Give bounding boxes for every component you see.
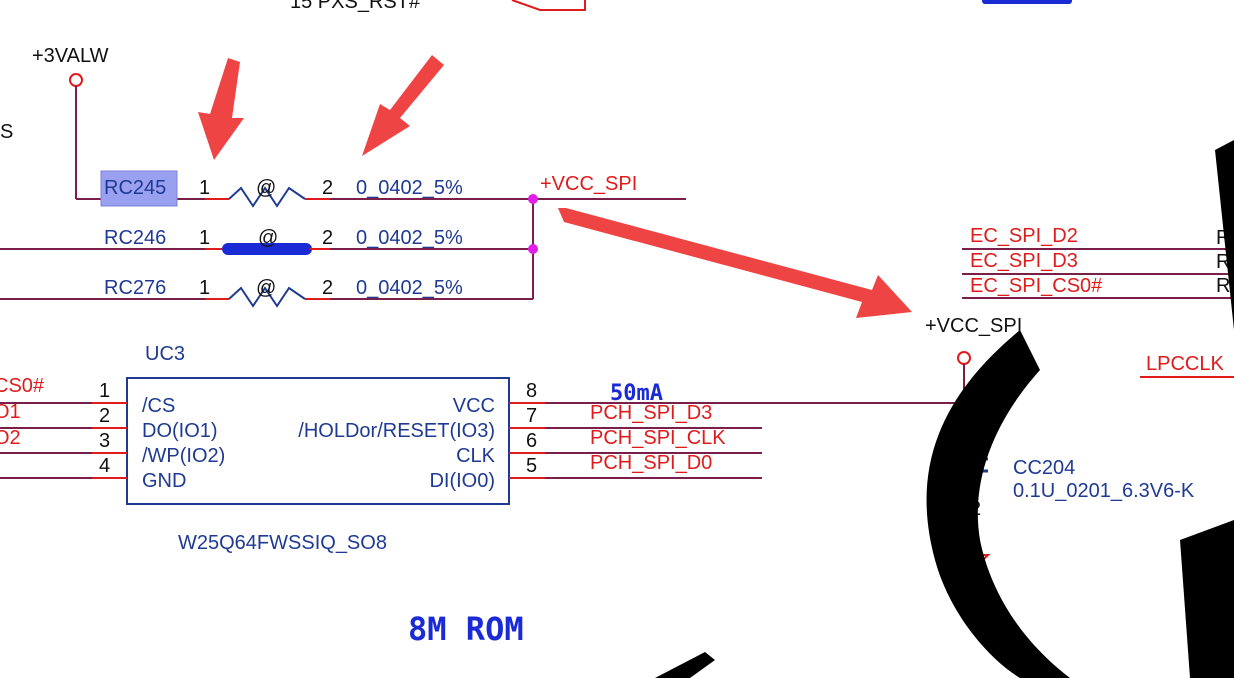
capacitor-ref: CC204 — [1013, 457, 1075, 479]
chip-part-number: W25Q64FWSSIQ_SO8 — [178, 532, 387, 554]
chip-pin-name: DI(IO0) — [429, 470, 495, 492]
section-title: 8M ROM — [408, 610, 524, 648]
chip-pin-name: VCC — [453, 395, 495, 417]
resistor-shorted-rc246 — [222, 243, 312, 255]
resistor-symbol-rc245 — [228, 186, 306, 208]
power-port-3valw — [69, 73, 83, 87]
chip-left-net: O2 — [0, 427, 21, 449]
chip-pin-name: DO(IO1) — [142, 420, 218, 442]
resistor-pin1-rc245: 1 — [199, 177, 210, 199]
chip-left-net: CS0# — [0, 375, 45, 397]
annotation-arrow — [558, 208, 912, 318]
chip-left-net: O1 — [0, 401, 21, 423]
power-label-vcc-spi: +VCC_SPI — [925, 315, 1022, 337]
net-label-pch-spi-d0: PCH_SPI_D0 — [590, 452, 712, 474]
net-label-lpcclk: LPCCLK — [1146, 353, 1224, 375]
resistor-value-rc245: 0_0402_5% — [356, 177, 463, 199]
chip-pin-num: 8 — [526, 380, 537, 402]
resistor-pin1-rc246: 1 — [199, 227, 210, 249]
chip-pin-name: /WP(IO2) — [142, 445, 225, 467]
resistor-value-rc276: 0_0402_5% — [356, 277, 463, 299]
left-clipped-label: S — [0, 121, 13, 143]
net-label-ec-spi-d2: EC_SPI_D2 — [970, 225, 1078, 247]
selection-highlight — [100, 170, 178, 207]
chip-pin-name: GND — [142, 470, 186, 492]
resistor-value-rc246: 0_0402_5% — [356, 227, 463, 249]
top-net-label: 15 PXS_RST# — [290, 0, 421, 13]
current-annotation: 50mA — [610, 381, 663, 406]
resistor-sym-rc246: @ — [258, 227, 278, 249]
chip-pin-num: 6 — [526, 430, 537, 452]
watermark-stroke — [655, 652, 715, 678]
net-label-pch-spi-d3: PCH_SPI_D3 — [590, 402, 712, 424]
resistor-ref-rc276: RC276 — [104, 277, 166, 299]
chip-pin-num: 5 — [526, 455, 537, 477]
resistor-pin2-rc276: 2 — [322, 277, 333, 299]
watermark-stroke — [1180, 520, 1234, 678]
ec-net-suffix: R — [1216, 275, 1230, 297]
chip-pin-num: 3 — [99, 430, 110, 452]
chip-pin-num: 2 — [99, 405, 110, 427]
chip-pin-num: 1 — [99, 380, 110, 402]
chip-ref: UC3 — [145, 343, 185, 365]
resistor-pin2-rc246: 2 — [322, 227, 333, 249]
net-label-vcc-spi: +VCC_SPI — [540, 173, 637, 195]
capacitor-value: 0.1U_0201_6.3V6-K — [1013, 480, 1195, 502]
chip-pin-num: 4 — [99, 455, 110, 477]
junction-dot — [528, 194, 538, 204]
chip-pin-name: CLK — [456, 445, 496, 467]
chip-pin-name: /HOLDor/RESET(IO3) — [298, 420, 495, 442]
annotation-arrow — [362, 55, 444, 156]
annotation-arrow — [198, 58, 244, 160]
chip-pin-num: 7 — [526, 405, 537, 427]
power-port-vcc-spi — [957, 351, 971, 365]
watermark-stroke — [1215, 140, 1234, 330]
net-label-ec-spi-d3: EC_SPI_D3 — [970, 250, 1078, 272]
top-blue-block — [982, 0, 1072, 4]
net-label-pch-spi-clk: PCH_SPI_CLK — [590, 427, 726, 449]
resistor-ref-rc246: RC246 — [104, 227, 166, 249]
power-label-3valw: +3VALW — [32, 45, 109, 67]
chip-body — [126, 377, 510, 505]
junction-dot — [528, 244, 538, 254]
net-label-ec-spi-cs0: EC_SPI_CS0# — [970, 275, 1103, 297]
chip-pin-name: /CS — [142, 395, 175, 417]
resistor-pin1-rc276: 1 — [199, 277, 210, 299]
resistor-sym-rc245: @ — [256, 177, 276, 199]
resistor-ref-rc245: RC245 — [104, 177, 166, 199]
resistor-pin2-rc245: 2 — [322, 177, 333, 199]
top-connector-shape — [511, 0, 586, 11]
watermark-stroke — [926, 330, 1070, 678]
resistor-sym-rc276: @ — [256, 277, 276, 299]
resistor-symbol-rc276 — [228, 286, 306, 308]
